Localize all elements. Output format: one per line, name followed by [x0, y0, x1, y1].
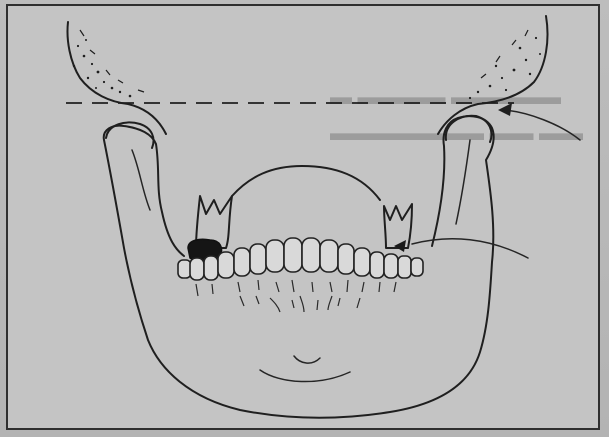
bone-stippling	[73, 30, 541, 99]
tooth-marker-arrow	[412, 239, 528, 258]
occlusal-plane-arrowhead	[498, 103, 512, 116]
ramus-left-inner	[132, 150, 150, 210]
right-molar-crown	[384, 204, 412, 248]
occlusal-plane-arrow	[504, 110, 580, 140]
root-hatching	[196, 280, 396, 312]
tooth-marker-triangle	[394, 240, 406, 252]
skull-base-right	[438, 16, 548, 134]
skull-base-left	[68, 22, 167, 134]
palate-arch	[232, 166, 380, 200]
ramus-right-inner	[456, 140, 470, 224]
chin-contour-2	[294, 356, 320, 363]
chin-contour	[260, 370, 350, 382]
